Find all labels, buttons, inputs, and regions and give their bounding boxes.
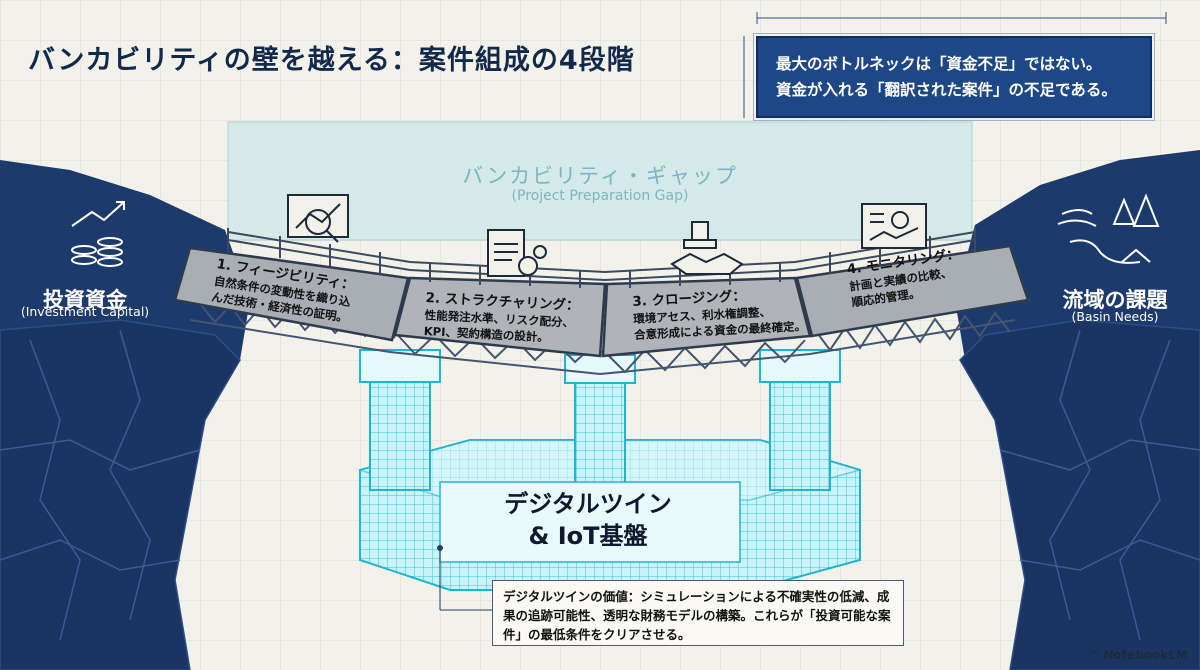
right-cliff [955,150,1200,670]
contract-gears-icon [487,229,547,277]
stage-2-structuring: 2. ストラクチャリング： 性能発注水準、リスク配分、 KPI、契約構造の設計。 [423,290,579,347]
page-title: バンカビリティの壁を越える：案件組成の4段階 [28,45,635,76]
gap-zone [227,121,973,241]
notebooklm-logo-icon: ◠ [1089,648,1104,662]
left-cliff [0,160,250,670]
magnifier-chart-icon [287,194,349,243]
brand-watermark: ◠ NotebookLM [1090,648,1188,662]
key-message-callout: 最大のボトルネックは「資金不足」ではない。 資金が入れる「翻訳された案件」の不足… [753,33,1155,121]
left-cliff-subtitle: (Investment Capital) [20,304,150,319]
foundation-line-1: デジタルツイン [504,490,672,518]
foundation-line-2: & IoT基盤 [528,522,648,550]
digital-twin-foundation [357,349,863,611]
callout-line-1: 最大のボトルネックは「資金不足」ではない。 [776,55,1102,73]
handshake-stamp-icon [670,221,744,275]
right-cliff-title: 流域の課題 [1062,288,1168,312]
gap-subtitle: (Project Preparation Gap) [511,188,689,204]
brand-label: NotebookLM [1103,648,1188,662]
stage-3-closing: 3. クロージング： 環境アセス、利水権調整、 合意形成による資金の最終確定。 [632,285,806,343]
bridge-railings [227,228,976,288]
gap-title: バンカビリティ・ギャップ [462,164,738,188]
bridge-panels [173,244,1030,358]
trend-chart-coins-icon [71,201,125,267]
right-cliff-subtitle: (Basin Needs) [1071,309,1159,324]
digital-twin-note: デジタルツインの価値：シミュレーションによる不確実性の低減、成果の追跡可能性、透… [492,580,904,646]
dashboard-monitor-icon [861,203,927,249]
foundation-label: デジタルツイン & IoT基盤 [438,488,738,552]
callout-line-2: 資金が入れる「翻訳された案件」の不足である。 [776,81,1117,99]
left-cliff-title: 投資資金 [43,288,127,312]
dimension-line [743,12,1167,118]
wind-forest-river-icon [1057,193,1160,264]
